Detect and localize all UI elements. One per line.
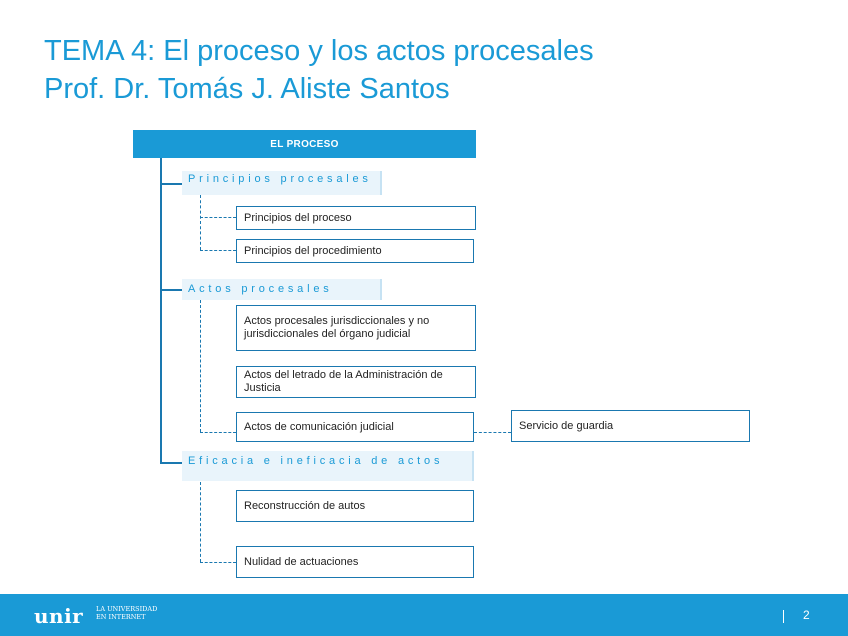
sub-branch — [200, 217, 236, 218]
node-principios-procedimiento: Principios del procedimiento — [236, 239, 474, 263]
sub-branch — [200, 432, 236, 433]
unir-logo-subtitle: LA UNIVERSIDAD EN INTERNET — [96, 605, 157, 621]
link-to-servicio-guardia — [474, 432, 511, 433]
node-nulidad-actuaciones: Nulidad de actuaciones — [236, 546, 474, 578]
logo-subtitle-line-1: LA UNIVERSIDAD — [96, 605, 158, 613]
footer-bar: unir LA UNIVERSIDAD EN INTERNET 2 — [0, 594, 848, 636]
section-eficacia-ineficacia: Eficacia e ineficacia de actos — [182, 451, 474, 481]
node-principios-proceso: Principios del proceso — [236, 206, 476, 230]
branch-line-principios — [160, 183, 182, 185]
page-number-separator — [783, 610, 784, 623]
slide-title: TEMA 4: El proceso y los actos procesale… — [44, 32, 594, 108]
sub-connector-actos — [200, 300, 201, 432]
node-actos-comunicacion: Actos de comunicación judicial — [236, 412, 474, 442]
page-number: 2 — [803, 608, 810, 622]
node-actos-letrado: Actos del letrado de la Administración d… — [236, 366, 476, 398]
sub-branch — [200, 250, 236, 251]
unir-logo: unir — [34, 604, 84, 628]
slide-title-line-1: TEMA 4: El proceso y los actos procesale… — [44, 35, 594, 67]
sub-branch — [200, 562, 236, 563]
main-trunk-line — [160, 158, 162, 463]
section-actos-procesales: Actos procesales — [182, 279, 382, 300]
node-servicio-guardia: Servicio de guardia — [511, 410, 750, 442]
sub-connector-eficacia — [200, 482, 201, 562]
diagram-root-header: EL PROCESO — [133, 130, 476, 158]
section-principios-procesales: Principios procesales — [182, 171, 382, 195]
logo-subtitle-line-2: EN INTERNET — [96, 613, 146, 621]
node-reconstruccion-autos: Reconstrucción de autos — [236, 490, 474, 522]
sub-connector-principios — [200, 195, 201, 250]
branch-line-eficacia — [160, 462, 182, 464]
node-actos-jurisdiccionales: Actos procesales jurisdiccionales y no j… — [236, 305, 476, 351]
branch-line-actos — [160, 289, 182, 291]
slide-title-line-2: Prof. Dr. Tomás J. Aliste Santos — [44, 73, 450, 105]
